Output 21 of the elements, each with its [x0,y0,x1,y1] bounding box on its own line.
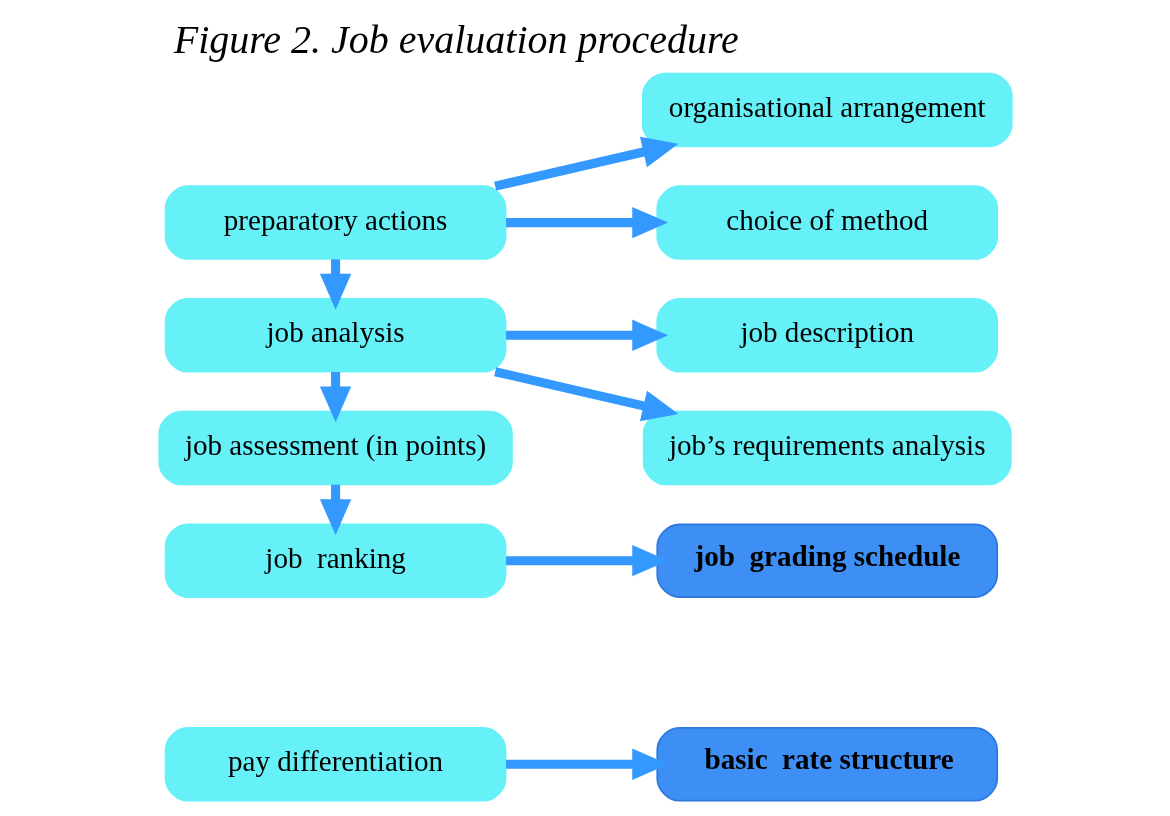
diagram-title: Figure 2. Job evaluation procedure [173,16,739,62]
arrow [319,484,351,536]
node-box: job grading schedule [655,523,998,598]
node-box: basic rate structure [655,727,998,802]
arrow [505,319,668,351]
node-box: organisational arrangement [641,72,1013,148]
node-box: job assessment (in points) [157,410,513,486]
arrow [319,259,351,310]
node-box: choice of method [655,185,998,260]
node-box: job description [655,298,998,373]
arrow [505,748,668,780]
arrow [505,206,668,239]
node-box: job’s requirements analysis [642,410,1012,486]
arrow [505,545,668,577]
node-box: pay differentiation [164,727,506,802]
arrow [319,371,351,423]
node-box: job ranking [164,523,506,598]
arrow [493,136,678,191]
node-box: job analysis [164,298,506,373]
arrow [493,367,678,422]
node-box: preparatory actions [164,185,506,260]
